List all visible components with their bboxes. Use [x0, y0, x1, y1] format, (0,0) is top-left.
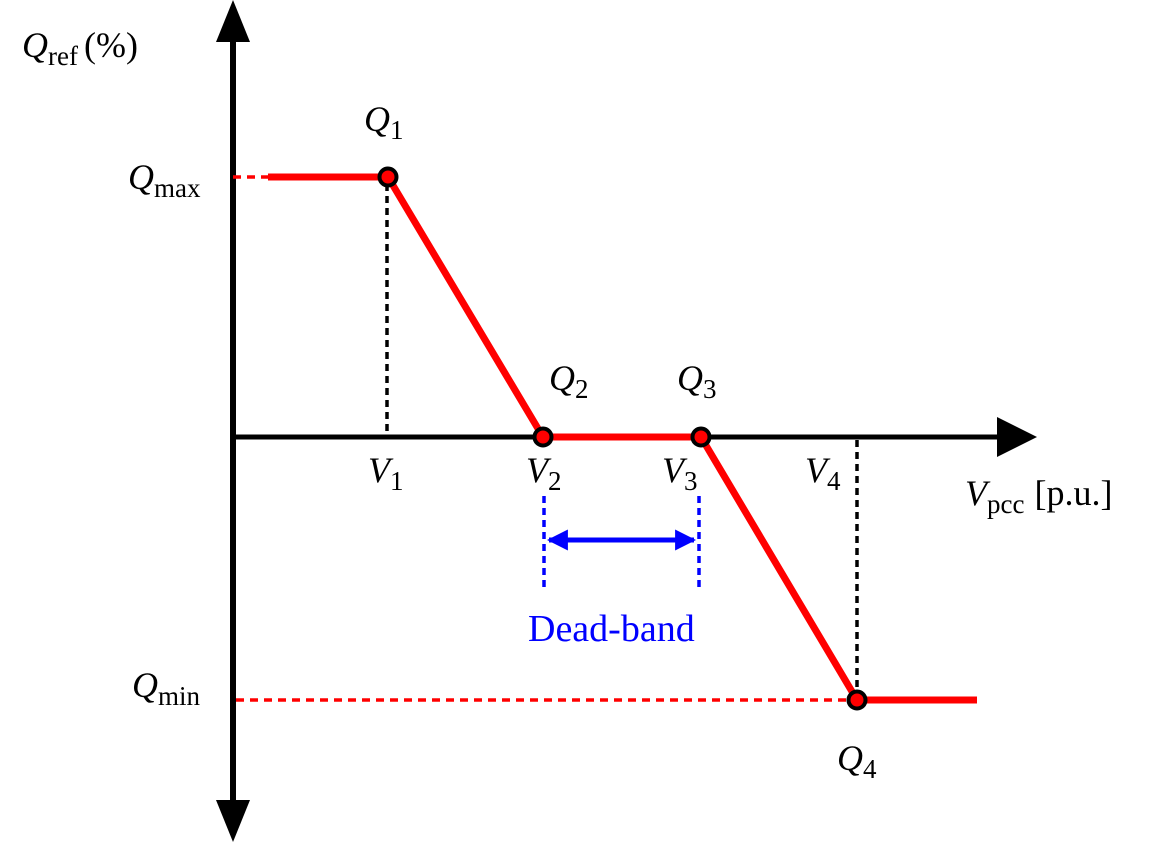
v4-label: V4 [805, 450, 841, 496]
volt-var-curve [268, 173, 977, 704]
q2-point [532, 426, 554, 448]
dead-band-label: Dead-band [528, 608, 695, 650]
v2-label: V2 [526, 450, 562, 496]
q1-label: Q1 [364, 99, 404, 145]
q1-point [377, 166, 399, 188]
breakpoints [377, 166, 868, 711]
y-axis-arrow-down [216, 800, 250, 842]
axes [216, 0, 1037, 842]
x-axis-label: Vpcc[p.u.] [965, 473, 1112, 519]
v3-label: V3 [662, 450, 698, 496]
q4-point [846, 689, 868, 711]
q2-label: Q2 [549, 358, 589, 404]
q3-label: Q3 [677, 358, 717, 404]
y-axis-label: Qref(%) [22, 25, 138, 71]
y-axis-arrow-up [216, 0, 250, 42]
q4-label: Q4 [837, 738, 877, 784]
q-min-label: Qmin [132, 665, 201, 711]
q-max-label: Qmax [128, 157, 201, 203]
q3-point [690, 426, 712, 448]
v1-label: V1 [368, 450, 404, 496]
guide-lines [233, 175, 859, 702]
x-axis-arrow [997, 417, 1037, 457]
